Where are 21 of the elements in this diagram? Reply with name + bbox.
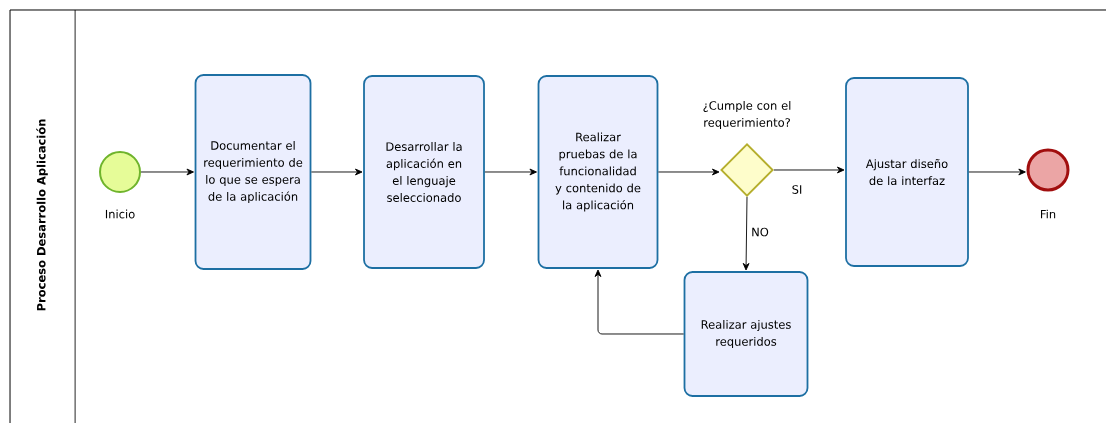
arrow xyxy=(594,269,685,335)
arrow xyxy=(742,196,750,271)
task-box: Realizar ajustes requeridos xyxy=(683,271,809,397)
gateway-diamond xyxy=(720,143,774,197)
task-box: Desarrollar la aplicación en el lenguaje seleccionado xyxy=(363,75,485,269)
event-label: Inicio xyxy=(105,209,135,219)
arrow xyxy=(140,168,194,176)
edge-label: SI xyxy=(790,184,804,195)
arrow xyxy=(773,166,845,174)
end-event-circle xyxy=(1026,148,1070,192)
task-box: Documentar el requerimiento de lo que se espera de la aplicación xyxy=(194,74,312,270)
arrow xyxy=(310,168,363,176)
task-box: Realizar pruebas de la funcionalidad y contenido de la aplicación xyxy=(537,75,659,269)
event-label: Fin xyxy=(1041,209,1056,219)
arrow xyxy=(484,168,537,176)
arrow xyxy=(657,168,720,176)
start-event-circle xyxy=(99,151,141,193)
event-label: ¿Cumple con el requerimiento? xyxy=(703,100,791,130)
task-box: Ajustar diseño de la interfaz xyxy=(845,77,969,267)
edge-label: NO xyxy=(750,226,770,238)
arrow xyxy=(968,168,1026,176)
